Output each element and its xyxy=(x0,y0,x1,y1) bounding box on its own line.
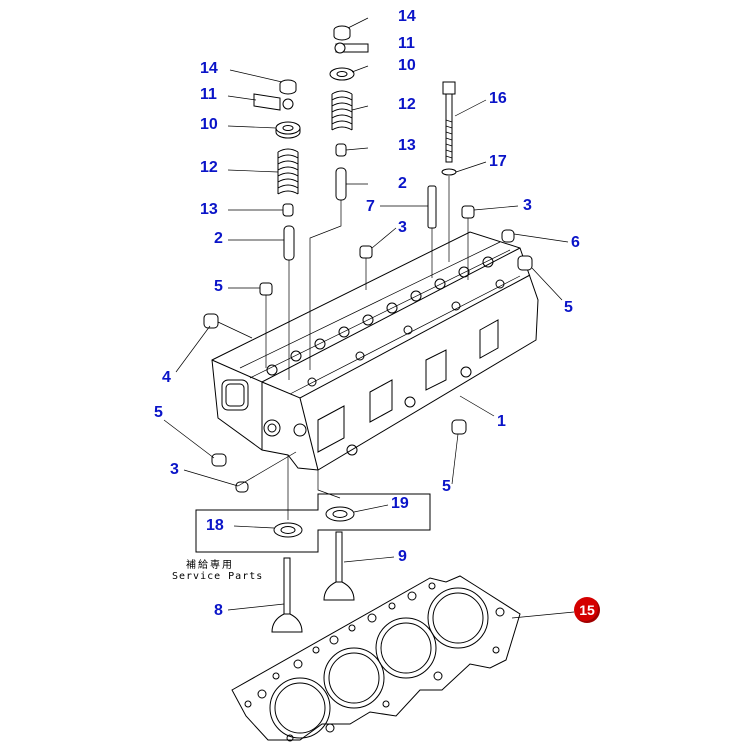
callout-5-right: 5 xyxy=(564,299,573,316)
callout-2-left: 2 xyxy=(214,230,223,247)
cylinder-head xyxy=(211,231,539,471)
callout-15-highlight[interactable]: 15 xyxy=(574,597,600,623)
callout-14-right: 14 xyxy=(398,8,416,25)
callout-3-left: 3 xyxy=(170,461,179,478)
head-gasket xyxy=(231,575,521,742)
callout-14-left: 14 xyxy=(200,60,218,77)
callout-1: 1 xyxy=(497,413,506,430)
callout-5-top-left: 5 xyxy=(214,278,223,295)
service-parts-japanese: 補給専用 xyxy=(186,560,234,571)
service-parts-group xyxy=(195,455,431,633)
callout-9: 9 xyxy=(398,548,407,565)
callout-8: 8 xyxy=(214,602,223,619)
callout-6: 6 xyxy=(571,234,580,251)
service-parts-english: Service Parts xyxy=(172,571,264,582)
bolts-and-plugs xyxy=(203,81,533,493)
left-valve-stack xyxy=(253,79,301,380)
callout-5-bottom: 5 xyxy=(442,478,451,495)
callout-18: 18 xyxy=(206,517,224,534)
callout-19: 19 xyxy=(391,495,409,512)
callout-7: 7 xyxy=(366,198,375,215)
callout-13-right: 13 xyxy=(398,137,416,154)
callout-11-left: 11 xyxy=(200,86,217,103)
callout-3-right: 3 xyxy=(523,197,532,214)
callout-10-left: 10 xyxy=(200,116,218,133)
callout-17: 17 xyxy=(489,153,507,170)
callout-13-left: 13 xyxy=(200,201,218,218)
right-valve-stack xyxy=(309,25,369,370)
callout-3-top: 3 xyxy=(398,219,407,236)
callout-12-right: 12 xyxy=(398,96,416,113)
callout-12-left: 12 xyxy=(200,159,218,176)
callout-16: 16 xyxy=(489,90,507,107)
leader-lines xyxy=(163,17,575,619)
callout-4: 4 xyxy=(162,369,171,386)
callout-2-right: 2 xyxy=(398,175,407,192)
callout-11-right: 11 xyxy=(398,35,415,52)
callout-10-right: 10 xyxy=(398,57,416,74)
callout-5-left: 5 xyxy=(154,404,163,421)
